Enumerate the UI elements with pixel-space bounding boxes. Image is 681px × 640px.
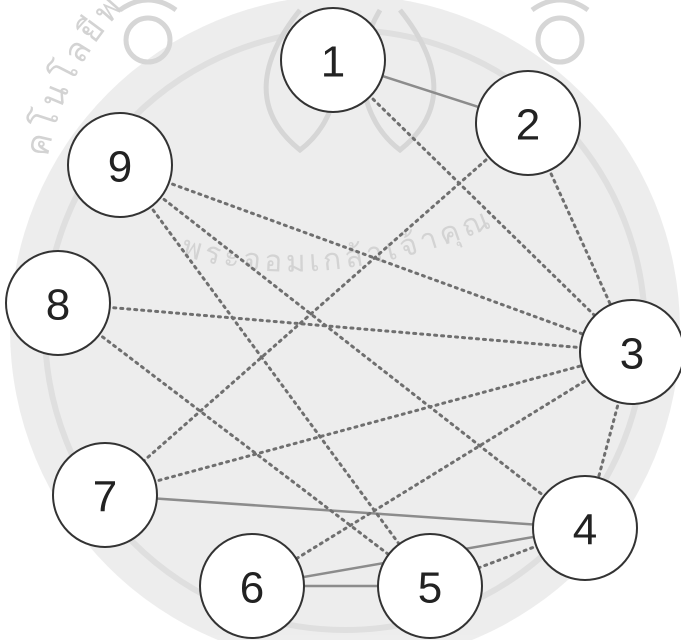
node-1: 1 <box>281 8 385 112</box>
node-label: 5 <box>418 564 442 613</box>
node-label: 8 <box>46 281 70 330</box>
node-label: 7 <box>93 473 117 522</box>
node-6: 6 <box>200 534 304 638</box>
node-label: 9 <box>108 143 132 192</box>
node-label: 4 <box>573 506 597 555</box>
node-9: 9 <box>68 113 172 217</box>
node-2: 2 <box>476 71 580 175</box>
node-5: 5 <box>378 534 482 638</box>
node-3: 3 <box>580 300 681 404</box>
node-label: 6 <box>240 564 264 613</box>
node-7: 7 <box>53 443 157 547</box>
node-label: 3 <box>620 330 644 379</box>
node-4: 4 <box>533 476 637 580</box>
node-label: 1 <box>321 38 345 87</box>
node-8: 8 <box>6 251 110 355</box>
node-label: 2 <box>516 101 540 150</box>
